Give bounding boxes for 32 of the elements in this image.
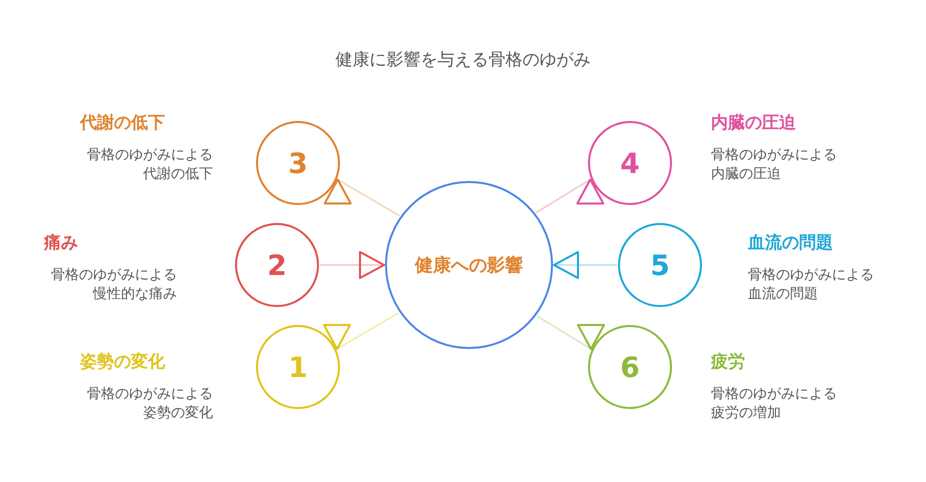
step-number: 3 bbox=[288, 146, 308, 180]
description: 骨格のゆがみによる内臓の圧迫 bbox=[711, 146, 838, 184]
triangle-arrow bbox=[324, 178, 400, 217]
circle-node bbox=[618, 223, 702, 307]
triangle-arrow bbox=[553, 251, 617, 279]
triangle-arrow bbox=[320, 251, 385, 279]
title: 健康に影響を与える骨格のゆがみ bbox=[334, 49, 592, 71]
step-number: 2 bbox=[267, 248, 287, 282]
triangle-arrow bbox=[536, 315, 605, 350]
triangle-arrow bbox=[536, 178, 604, 214]
step-number: 1 bbox=[288, 350, 308, 384]
circle-node bbox=[385, 181, 553, 349]
center-label: 健康への影響 bbox=[415, 254, 523, 277]
heading: 内臓の圧迫 bbox=[711, 112, 797, 134]
description: 骨格のゆがみによる慢性的な痛み bbox=[50, 266, 177, 304]
description: 骨格のゆがみによる血流の問題 bbox=[748, 266, 875, 304]
step-number: 5 bbox=[650, 248, 670, 282]
circle-node bbox=[588, 121, 672, 205]
circle-node bbox=[256, 325, 340, 409]
heading: 痛み bbox=[44, 232, 79, 254]
step-number: 6 bbox=[620, 350, 640, 384]
heading: 代謝の低下 bbox=[80, 112, 166, 134]
circle-node bbox=[588, 325, 672, 409]
circle-node bbox=[256, 121, 340, 205]
circle-node bbox=[235, 223, 319, 307]
step-number: 4 bbox=[620, 146, 640, 180]
description: 骨格のゆがみによる疲労の増加 bbox=[711, 385, 838, 423]
description: 骨格のゆがみによる姿勢の変化 bbox=[86, 385, 213, 423]
heading: 血流の問題 bbox=[748, 232, 834, 254]
description: 骨格のゆがみによる代謝の低下 bbox=[86, 146, 213, 184]
heading: 姿勢の変化 bbox=[80, 351, 166, 373]
heading: 疲労 bbox=[711, 351, 746, 373]
